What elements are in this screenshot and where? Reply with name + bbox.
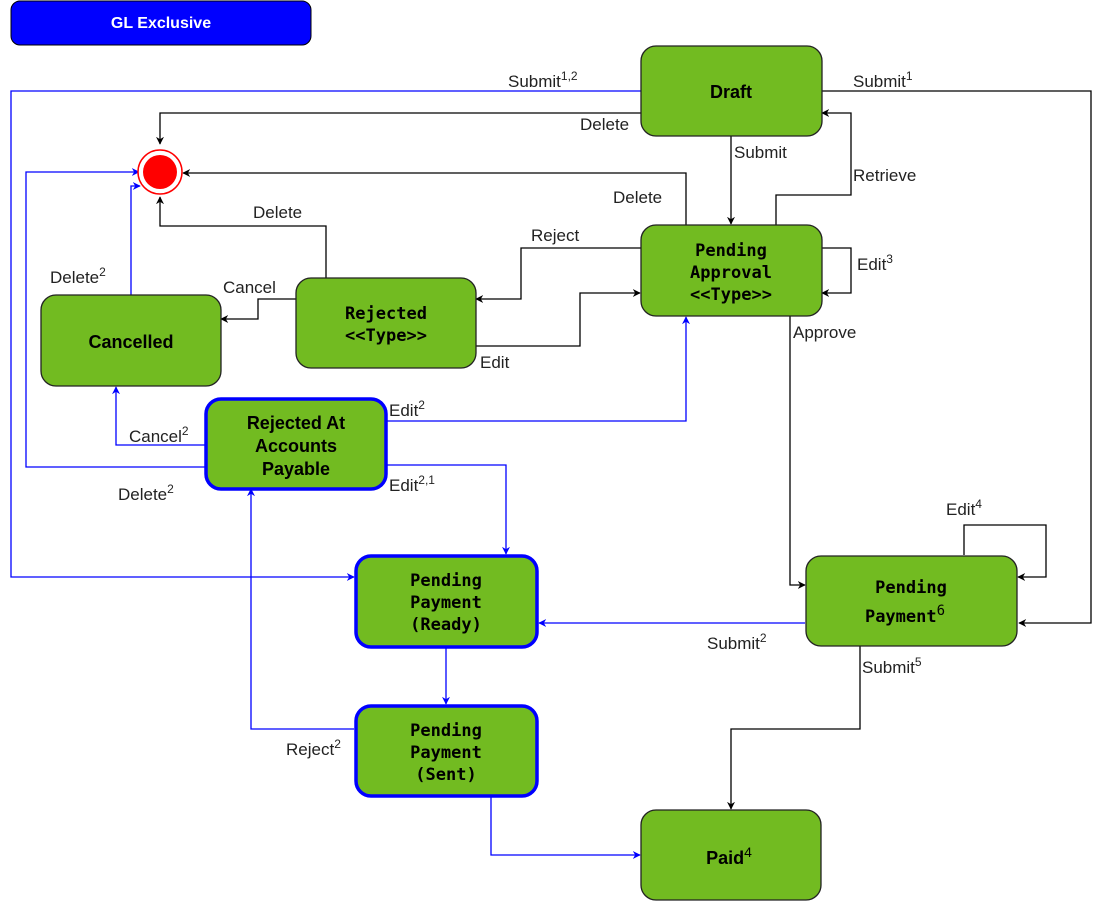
node-pp-ready-line2: Payment bbox=[410, 593, 482, 613]
gl-exclusive-badge: GL Exclusive bbox=[10, 0, 312, 46]
node-rejected-ap-line2: Accounts bbox=[255, 436, 337, 456]
edge-submit-5 bbox=[727, 646, 861, 810]
node-pp-sent-line2: Payment bbox=[410, 743, 482, 763]
edge-sent-to-paid bbox=[490, 797, 641, 859]
node-rejected-ap-line3: Payable bbox=[262, 459, 330, 479]
edge-edit-3 bbox=[821, 247, 852, 297]
label-edit-2-1: Edit2,1 bbox=[389, 473, 435, 495]
label-submit-5: Submit5 bbox=[862, 655, 922, 677]
node-rejected-line2: <<Type>> bbox=[345, 326, 427, 346]
label-edit-4: Edit4 bbox=[946, 497, 982, 519]
label-pa-delete: Delete bbox=[613, 188, 662, 207]
edge-draft-delete bbox=[156, 112, 641, 145]
edge-edit-4 bbox=[963, 524, 1047, 581]
node-draft-label: Draft bbox=[710, 82, 752, 102]
label-rejected-delete: Delete bbox=[253, 203, 302, 222]
edge-rap-cancel-2 bbox=[112, 386, 205, 446]
label-reject-2: Reject2 bbox=[286, 737, 341, 759]
node-pending-payment-ready: Pending Payment (Ready) bbox=[354, 554, 539, 649]
label-rap-cancel-2: Cancel2 bbox=[129, 424, 189, 446]
gl-exclusive-badge-bg bbox=[10, 0, 312, 46]
edge-pa-delete bbox=[182, 169, 687, 225]
node-pp-ready-line1: Pending bbox=[410, 571, 482, 591]
node-pending-approval-box bbox=[640, 224, 823, 317]
node-cancelled: Cancelled bbox=[40, 294, 222, 387]
node-pp-ready-box bbox=[354, 554, 539, 649]
edge-retrieve bbox=[775, 109, 852, 225]
edge-approve bbox=[789, 316, 806, 589]
edges-black bbox=[156, 90, 1092, 810]
node-pending-payment: Pending Payment6 bbox=[805, 555, 1018, 647]
node-rejected-ap-box bbox=[204, 397, 388, 491]
node-pending-payment-line1: Pending bbox=[875, 578, 947, 598]
node-pending-payment-box bbox=[805, 555, 1018, 647]
label-rap-delete-2: Delete2 bbox=[118, 482, 174, 504]
edge-submit-1 bbox=[822, 90, 1092, 627]
node-cancelled-label: Cancelled bbox=[88, 332, 173, 352]
label-reject: Reject bbox=[531, 226, 579, 245]
node-paid-sup: 4 bbox=[744, 844, 752, 860]
label-cancel: Cancel bbox=[223, 278, 276, 297]
node-paid-box bbox=[640, 809, 822, 901]
edge-edit-2-1 bbox=[386, 464, 510, 555]
node-pending-payment-sent: Pending Payment (Sent) bbox=[354, 704, 539, 798]
label-draft-submit: Submit bbox=[734, 143, 787, 162]
node-pending-approval-line3: <<Type>> bbox=[690, 285, 772, 305]
edge-labels: Submit1,2 Submit1 Delete Submit Retrieve… bbox=[50, 69, 982, 759]
edge-reject-2 bbox=[247, 488, 354, 730]
node-draft: Draft bbox=[640, 45, 823, 137]
edges-blue bbox=[10, 90, 805, 859]
node-paid-text: Paid bbox=[706, 848, 744, 868]
node-rejected-line1: Rejected bbox=[345, 304, 427, 324]
node-pp-sent-line3: (Sent) bbox=[415, 765, 476, 785]
node-pending-payment-sup: 6 bbox=[937, 603, 945, 619]
node-pp-sent-box bbox=[354, 704, 539, 798]
node-rejected-ap-line1: Rejected At bbox=[247, 413, 345, 433]
node-rejected: Rejected <<Type>> bbox=[295, 277, 477, 369]
label-rap-edit-2: Edit2 bbox=[389, 398, 425, 420]
node-paid: Paid4 bbox=[640, 809, 822, 901]
end-state bbox=[137, 149, 183, 195]
label-retrieve: Retrieve bbox=[853, 166, 916, 185]
label-approve: Approve bbox=[793, 323, 856, 342]
node-pending-approval: Pending Approval <<Type>> bbox=[640, 224, 823, 317]
label-edit: Edit bbox=[480, 353, 510, 372]
node-pending-approval-line1: Pending bbox=[695, 241, 767, 261]
edge-rejected-delete bbox=[156, 196, 327, 278]
label-submit-2: Submit2 bbox=[707, 631, 767, 653]
edge-rap-edit-2 bbox=[386, 316, 690, 422]
edge-cancelled-delete-2 bbox=[130, 182, 141, 295]
node-pp-ready-line3: (Ready) bbox=[410, 615, 482, 635]
node-rejected-at-accounts-payable: Rejected At Accounts Payable bbox=[204, 397, 388, 491]
edge-rap-delete-2 bbox=[25, 168, 205, 468]
node-paid-label: Paid4 bbox=[706, 844, 752, 868]
gl-exclusive-label: GL Exclusive bbox=[111, 15, 211, 32]
label-draft-delete: Delete bbox=[580, 115, 629, 134]
node-rejected-box bbox=[295, 277, 477, 369]
node-draft-box bbox=[640, 45, 823, 137]
edge-reject bbox=[475, 247, 641, 303]
node-pending-payment-line2-text: Payment bbox=[865, 607, 937, 627]
label-submit-1-2: Submit1,2 bbox=[508, 69, 578, 91]
end-state-dot bbox=[143, 155, 177, 189]
node-pp-sent-line1: Pending bbox=[410, 721, 482, 741]
label-cancelled-delete-2: Delete2 bbox=[50, 265, 106, 287]
edge-cancel bbox=[220, 298, 296, 323]
node-pending-approval-line2: Approval bbox=[690, 263, 772, 283]
label-submit-1: Submit1 bbox=[853, 69, 913, 91]
node-pending-payment-line2: Payment6 bbox=[865, 603, 945, 627]
edge-submit-1-2 bbox=[10, 90, 641, 581]
node-cancelled-box bbox=[40, 294, 222, 387]
label-edit-3: Edit3 bbox=[857, 252, 893, 274]
edge-edit bbox=[476, 289, 641, 347]
